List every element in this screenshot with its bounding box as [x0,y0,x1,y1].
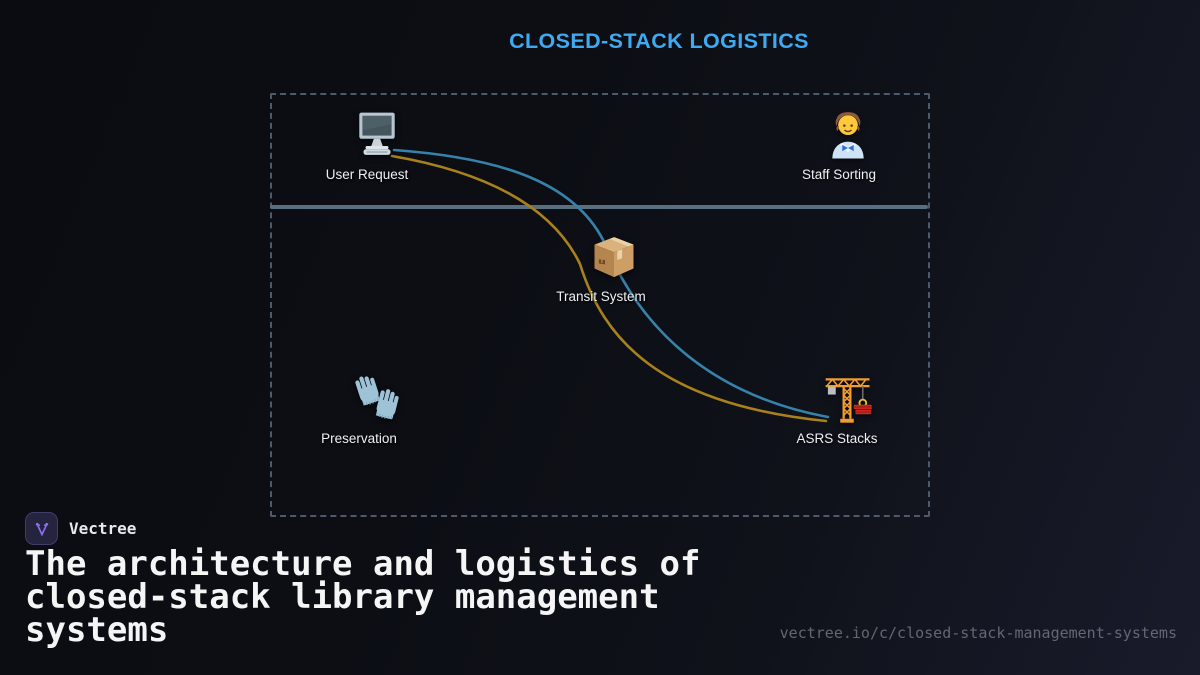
brand-row: Vectree [25,512,136,545]
node-label-asrs-stacks: ASRS Stacks [796,431,878,446]
brand-name: Vectree [69,519,137,538]
node-label-preservation: Preservation [321,431,397,446]
node-label-staff-sorting: Staff Sorting [801,167,877,182]
diagram-boundary-box [270,93,930,517]
diagram-title: CLOSED-STACK LOGISTICS [509,29,809,53]
desktop-computer-icon [352,111,402,162]
vectree-logo-icon [35,522,48,536]
gloves-icon [350,372,402,429]
node-label-user-request: User Request [325,167,409,182]
page-url: vectree.io/c/closed-stack-management-sys… [779,624,1177,642]
package-icon [588,230,640,287]
construction-crane-icon [820,372,874,431]
page-title: The architecture and logistics of closed… [25,544,701,650]
node-label-transit-system: Transit System [556,289,646,304]
section-divider-line [270,205,928,209]
office-worker-icon [823,110,873,165]
vectree-logo [25,512,58,545]
